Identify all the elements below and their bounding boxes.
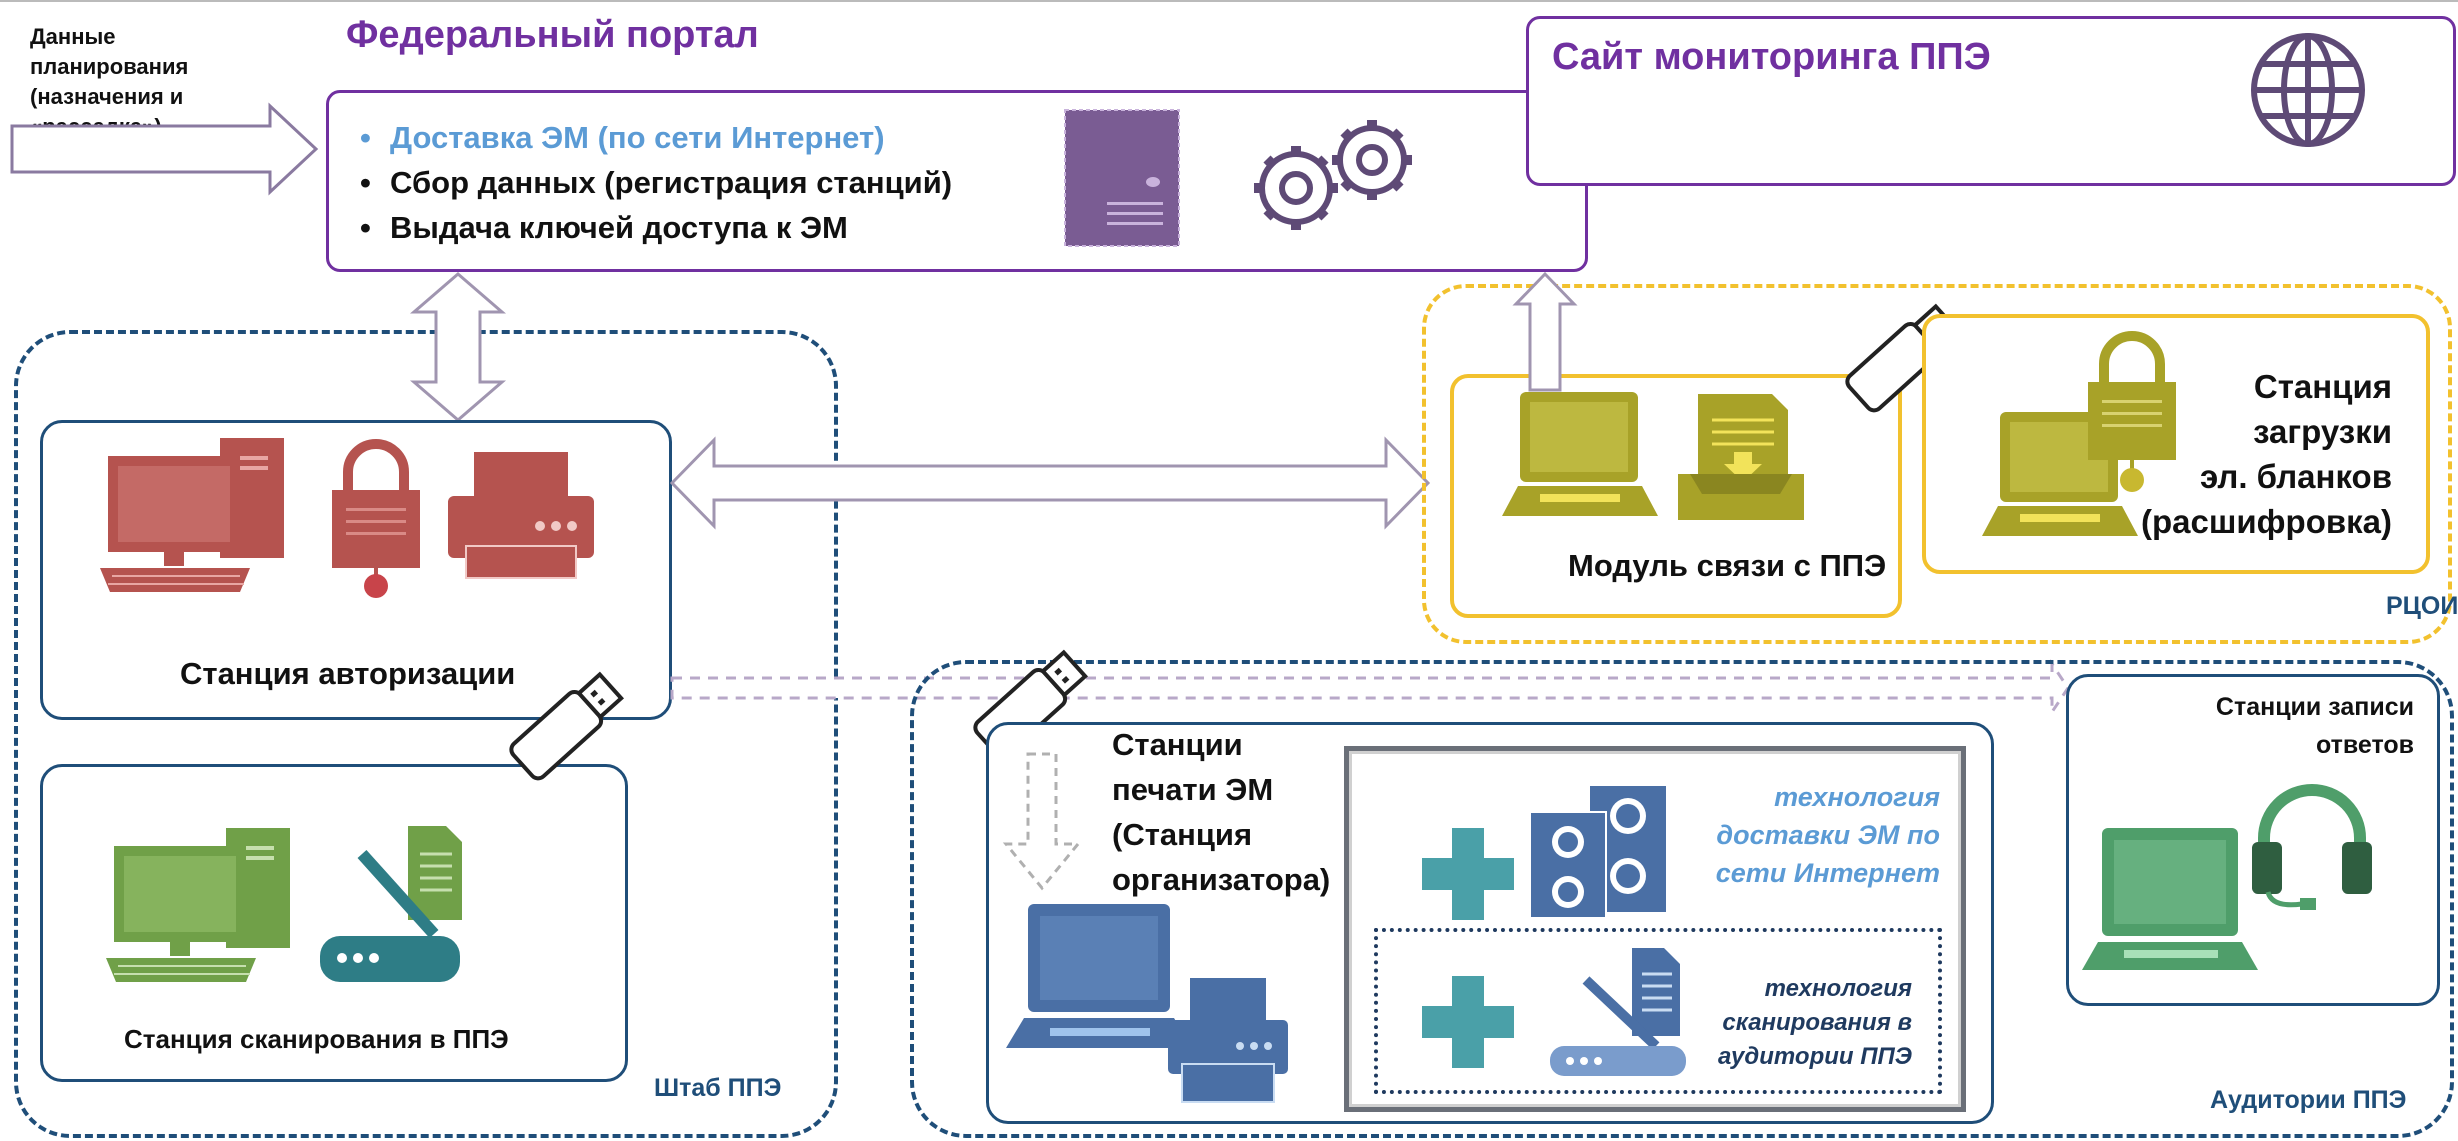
auth-rcoi-arrow (669, 436, 1431, 530)
usb-to-print-dashed-arrow (1002, 752, 1082, 891)
monitoring-site-box (1526, 16, 2456, 186)
desktop-computer-icon (100, 438, 284, 592)
rcoi-region (1422, 284, 2452, 644)
laptop-icon (1502, 392, 1658, 516)
monitoring-site-title: Сайт мониторинга ППЭ (1552, 36, 1991, 78)
scanner-icon (320, 826, 462, 982)
inbox-tray-icon (1678, 394, 1804, 520)
tech-scan-label: технология сканирования в аудитории ППЭ (1718, 975, 1912, 1070)
lock-icon (2088, 331, 2176, 492)
shtab-label: Штаб ППЭ (654, 1074, 782, 1102)
bullet-icon: • (360, 210, 371, 245)
bullet-icon: • (360, 120, 371, 155)
scanner-icon (1550, 948, 1686, 1076)
auditorii-region (910, 660, 2454, 1138)
auditorii-label: Аудитории ППЭ (2210, 1086, 2407, 1114)
lock-icon (332, 439, 420, 598)
record-station-label: Станции записи ответов (2215, 693, 2414, 759)
federal-portal-title: Федеральный портал (346, 14, 759, 56)
server-icon (1064, 109, 1180, 247)
top-rule (0, 0, 2458, 2)
desktop-computer-icon (106, 828, 290, 982)
speakers-icon (1529, 786, 1666, 919)
printer-icon (448, 452, 594, 579)
headset-icon (2252, 784, 2372, 910)
federal-auth-arrow (409, 272, 507, 422)
federal-bullet-delivery: •Доставка ЭМ (по сети Интернет) (360, 120, 885, 155)
gears-icon (1254, 120, 1412, 230)
laptop-icon (2082, 828, 2258, 970)
auth-station-label: Станция авторизации (180, 656, 516, 691)
print-station-label: Станции печати ЭМ (Станция организатора) (1112, 727, 1331, 897)
federal-portal-box (326, 90, 1588, 272)
bullet-icon: • (360, 165, 371, 200)
upload-station-label: Станция загрузки эл. бланков (расшифровк… (2141, 368, 2392, 540)
module-federal-arrow (1512, 271, 1578, 392)
globe-icon (2251, 33, 2365, 147)
tech-delivery-label: технология доставки ЭМ по сети Интернет (1715, 782, 1940, 888)
plus-icon (1422, 976, 1514, 1068)
federal-bullet-keys: •Выдача ключей доступа к ЭМ (360, 210, 848, 245)
laptop-icon (1006, 904, 1192, 1048)
printer-icon (1168, 978, 1288, 1103)
auth-to-record-dashed-arrow (670, 659, 2070, 717)
rcoi-label: РЦОИ (2386, 592, 2458, 620)
scan-station-label: Станция сканирования в ППЭ (124, 1024, 509, 1054)
input-arrow (10, 102, 319, 196)
plus-icon (1422, 828, 1514, 920)
federal-bullet-collect: •Сбор данных (регистрация станций) (360, 165, 953, 200)
usb-flash-drive-icon (509, 671, 625, 781)
module-label: Модуль связи с ППЭ (1568, 548, 1887, 583)
shtab-region (14, 330, 838, 1138)
